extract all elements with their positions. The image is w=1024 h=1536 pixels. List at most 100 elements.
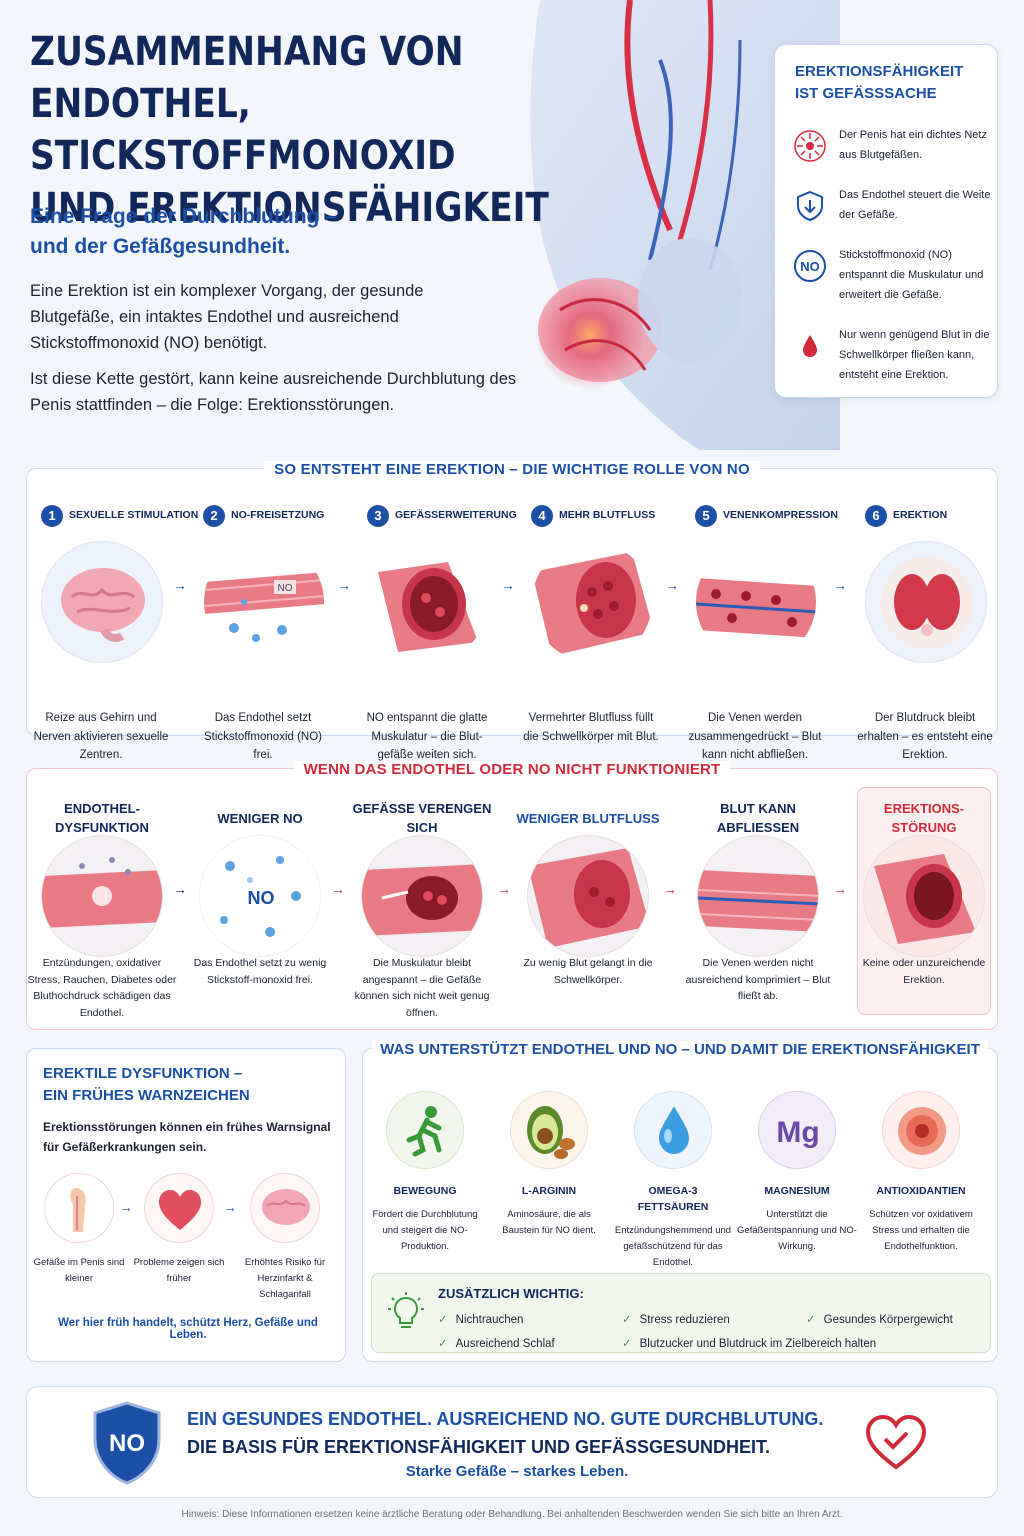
ed-warning-card: Erektile Dysfunktion –ein frühes Warnzei… — [26, 1048, 346, 1362]
side-card-item: Nur wenn genügend Blut in die Schwellkör… — [791, 325, 991, 381]
arrow-right-icon: → — [337, 577, 351, 593]
check-icon: ✓ — [622, 1338, 632, 1350]
side-card-item: NO Stickstoffmonoxid (NO) entspannt die … — [791, 245, 991, 301]
failure-step-description: Die Muskulatur bleibt angespannt – die G… — [354, 957, 490, 1019]
arrow-right-icon: → — [173, 577, 187, 593]
side-card-item: Der Penis hat ein dichtes Netz aus Blutg… — [791, 125, 991, 173]
step-number: 6 — [865, 505, 887, 527]
subtitle-line-2: und der Gefäßgesundheit. — [30, 235, 291, 258]
arrow-right-icon: → — [833, 881, 847, 897]
support-description: Fördert die Durchblutung und steigert di… — [372, 1209, 478, 1252]
step-label: Erektion — [893, 509, 948, 521]
avocado-icon — [510, 1091, 588, 1169]
penis-vessel-icon — [44, 1173, 114, 1243]
step-label: Sexuelle Stimulation — [69, 509, 199, 521]
extra-tips-title: Zusätzlich wichtig: — [438, 1286, 584, 1301]
failure-step-head: Blut kannabfliessen — [716, 801, 800, 835]
weak-vessel-icon — [863, 835, 985, 957]
ed-warning-title: Erektile Dysfunktion –ein frühes Warnzei… — [43, 1065, 250, 1104]
failure-step-description: Die Venen werden nicht ausreichend kompr… — [685, 957, 831, 1002]
banner-line-2: Die Basis für Erektionsfähigkeit und Gef… — [187, 1437, 771, 1457]
vessel-network-icon — [794, 130, 826, 162]
check-icon: ✓ — [806, 1314, 816, 1326]
step-number: 3 — [367, 505, 389, 527]
extra-tips-box: Zusätzlich wichtig: ✓Nichtrauchen ✓Stres… — [371, 1273, 991, 1353]
support-label: Magnesium — [764, 1185, 830, 1197]
ed-item: Probleme zeigen sich früher — [131, 1173, 227, 1287]
arrow-right-icon: → — [331, 881, 345, 897]
failure-step-head: Weniger NO — [217, 811, 303, 826]
narrowed-vessel-icon — [361, 835, 483, 957]
step-description: NO entspannt die glatte Muskulatur – die… — [366, 712, 488, 761]
vessel-dilation-icon — [367, 541, 489, 663]
subtitle: Eine Frage der Durchblutung – und der Ge… — [30, 202, 410, 262]
extra-tip: ✓Nichtrauchen — [438, 1314, 524, 1326]
hero-section: Zusammenhang von Endothel, Stickstoffmon… — [0, 0, 1024, 450]
ed-warning-subtitle: Erektionsstörungen können ein frühes War… — [43, 1120, 331, 1154]
endothelium-icon: NO — [203, 541, 325, 663]
check-icon: ✓ — [438, 1338, 448, 1350]
arrow-right-icon: → — [665, 577, 679, 593]
arrow-right-icon: → — [119, 1199, 133, 1215]
magnesium-label: Mg — [776, 1116, 819, 1149]
main-title: Zusammenhang von Endothel, Stickstoffmon… — [30, 26, 580, 234]
step-number: 2 — [203, 505, 225, 527]
title-line-2: Endothel, Stickstoffmonoxid — [30, 81, 456, 179]
banner-line-3: Starke Gefäße – starkes Leben. — [405, 1463, 629, 1480]
extra-tip: ✓Blutzucker und Blutdruck im Zielbereich… — [622, 1338, 877, 1350]
check-icon: ✓ — [622, 1314, 632, 1326]
support-title: Was unterstützt Endothel und NO – und da… — [363, 1041, 997, 1058]
step-label: Venenkompression — [723, 509, 838, 521]
arrow-right-icon: → — [663, 881, 677, 897]
blood-flow-icon — [531, 541, 653, 663]
support-item: Omega-3 Fettsäuren Entzündungshemmend un… — [613, 1091, 733, 1271]
arrow-right-icon: → — [173, 881, 187, 897]
step-label: Gefässerweiterung — [395, 509, 517, 521]
step-description: Reize aus Gehirn und Nerven aktivieren s… — [33, 712, 169, 761]
step-description: Vermehrter Blutfluss füllt die Schwellkö… — [523, 712, 659, 743]
failure-title: Wenn das Endothel oder NO nicht funktion… — [27, 761, 997, 778]
no-shield-icon: NO — [93, 1401, 161, 1485]
arrow-right-icon: → — [833, 577, 847, 593]
no-tag: NO — [278, 583, 293, 594]
support-item: L-Arginin Aminosäure, die als Baustein f… — [489, 1091, 609, 1239]
ed-item: Gefäße im Penis sind kleiner — [31, 1173, 127, 1287]
no-molecule-label: NO — [800, 259, 820, 274]
ed-item-text: Gefäße im Penis sind kleiner — [33, 1257, 125, 1284]
step-description: Das Endothel setzt Stickstoffmonoxid (NO… — [203, 712, 322, 761]
failure-step-description: Das Endothel setzt zu wenig Stickstoff-m… — [193, 957, 327, 986]
support-description: Entzündungshemmend und gefäßschützend fü… — [614, 1225, 732, 1268]
banner-line-1: Ein gesundes Endothel. Ausreichend NO. G… — [187, 1409, 824, 1429]
support-item: Mg Magnesium Unterstützt die Gefäßentspa… — [737, 1091, 857, 1255]
extra-tip: ✓Ausreichend Schlaf — [438, 1338, 555, 1350]
no-label: NO — [248, 888, 275, 908]
bottom-banner: NO Ein gesundes Endothel. Ausreichend NO… — [26, 1386, 998, 1498]
process-title: So entsteht eine Erektion – die wichtige… — [27, 461, 997, 478]
ed-item: Erhöhtes Risiko für Herzinfarkt & Schlag… — [237, 1173, 333, 1303]
process-section: So entsteht eine Erektion – die wichtige… — [26, 461, 998, 761]
support-description: Schützen vor oxidativem Stress und erhal… — [869, 1209, 973, 1252]
ed-warning-footer: Wer hier früh handelt, schützt Herz, Gef… — [58, 1317, 318, 1341]
brain-icon — [250, 1173, 320, 1243]
cross-section-icon — [865, 541, 987, 663]
failure-step-description: Entzündungen, oxidativer Stress, Rauchen… — [27, 957, 177, 1019]
blood-drop-icon — [803, 335, 817, 357]
cell-icon — [882, 1091, 960, 1169]
arrow-right-icon: → — [497, 881, 511, 897]
side-card-text: Stickstoffmonoxid (NO) entspannt die Mus… — [839, 249, 984, 301]
support-label: Antioxidantien — [876, 1185, 966, 1197]
low-blood-flow-icon — [527, 835, 649, 957]
no-molecule-icon: NO — [794, 250, 826, 282]
step-number: 4 — [531, 505, 553, 527]
vein-compression-icon — [695, 541, 817, 663]
subtitle-line-1: Eine Frage der Durchblutung – — [30, 205, 337, 228]
failure-step-description: Zu wenig Blut gelangt in die Schwellkörp… — [523, 957, 653, 986]
anatomy-illustration — [530, 0, 840, 450]
arrow-right-icon: → — [501, 577, 515, 593]
vein-leak-icon — [697, 835, 819, 957]
side-card-text: Der Penis hat ein dichtes Netz aus Blutg… — [839, 129, 987, 161]
step-description: Die Venen werden zusammengedrückt – Blut… — [688, 712, 822, 761]
side-card-item: Das Endothel steuert die Weite der Gefäß… — [791, 185, 991, 233]
support-label: L-Arginin — [521, 1185, 577, 1197]
no-molecule-icon: NO — [199, 835, 321, 957]
